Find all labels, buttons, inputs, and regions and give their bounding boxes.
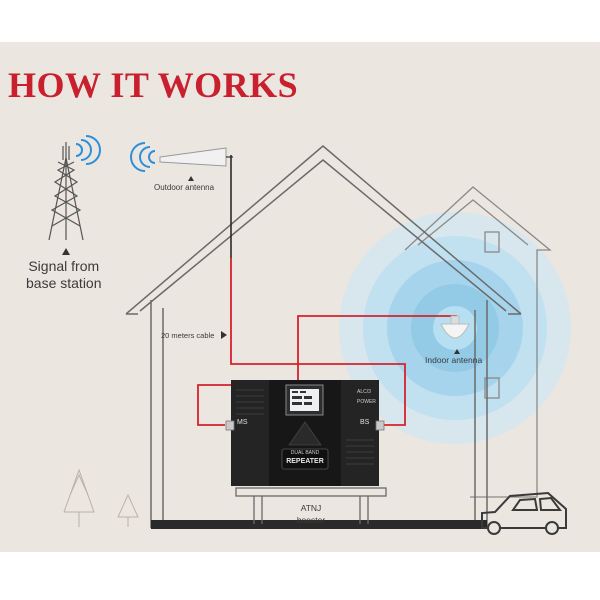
cell-tower-icon <box>48 142 84 241</box>
bs-port-connector <box>375 420 385 431</box>
tower-caption-line2: base station <box>26 275 102 291</box>
tower-pointer-icon <box>62 248 70 255</box>
indoor-antenna-label: Indoor antenna <box>425 355 483 365</box>
tree-icon <box>63 468 139 527</box>
repeater-name-text: REPEATER <box>286 458 324 465</box>
yagi-antenna-icon <box>159 147 233 167</box>
repeater-nameplate <box>281 448 329 470</box>
tower-caption: Signal from base station <box>26 258 102 292</box>
booster-stand <box>235 487 387 524</box>
car-icon <box>481 491 567 535</box>
repeater-device <box>225 380 385 486</box>
booster-caption-line2: booster <box>296 515 326 525</box>
ceiling-antenna-icon <box>440 315 470 339</box>
cable-pointer-icon <box>221 331 227 339</box>
page-title: HOW IT WORKS <box>8 65 299 105</box>
ms-port-connector <box>225 420 235 431</box>
led-label-alc: ALC/3 <box>357 389 371 395</box>
outdoor-antenna-label: Outdoor antenna <box>154 183 215 192</box>
port-label-bs: BS <box>360 419 370 426</box>
led-label-power: POWER <box>357 399 376 405</box>
outdoor-pointer-icon <box>188 176 194 181</box>
background-house-icon <box>404 186 552 498</box>
repeater-band-text: DUAL BAND <box>290 450 320 456</box>
booster-caption-line1: ATNJ <box>300 503 322 513</box>
signal-waves-icon <box>75 135 101 165</box>
house-outline <box>125 145 522 528</box>
port-label-ms: MS <box>237 419 248 426</box>
booster-caption: ATNJ booster <box>281 502 341 526</box>
cable-label: 20 meters cable <box>161 331 215 340</box>
tower-caption-line1: Signal from <box>28 258 100 274</box>
outdoor-antenna-waves-icon <box>130 142 156 172</box>
house-floor <box>151 520 487 529</box>
indoor-pointer-icon <box>454 349 460 354</box>
